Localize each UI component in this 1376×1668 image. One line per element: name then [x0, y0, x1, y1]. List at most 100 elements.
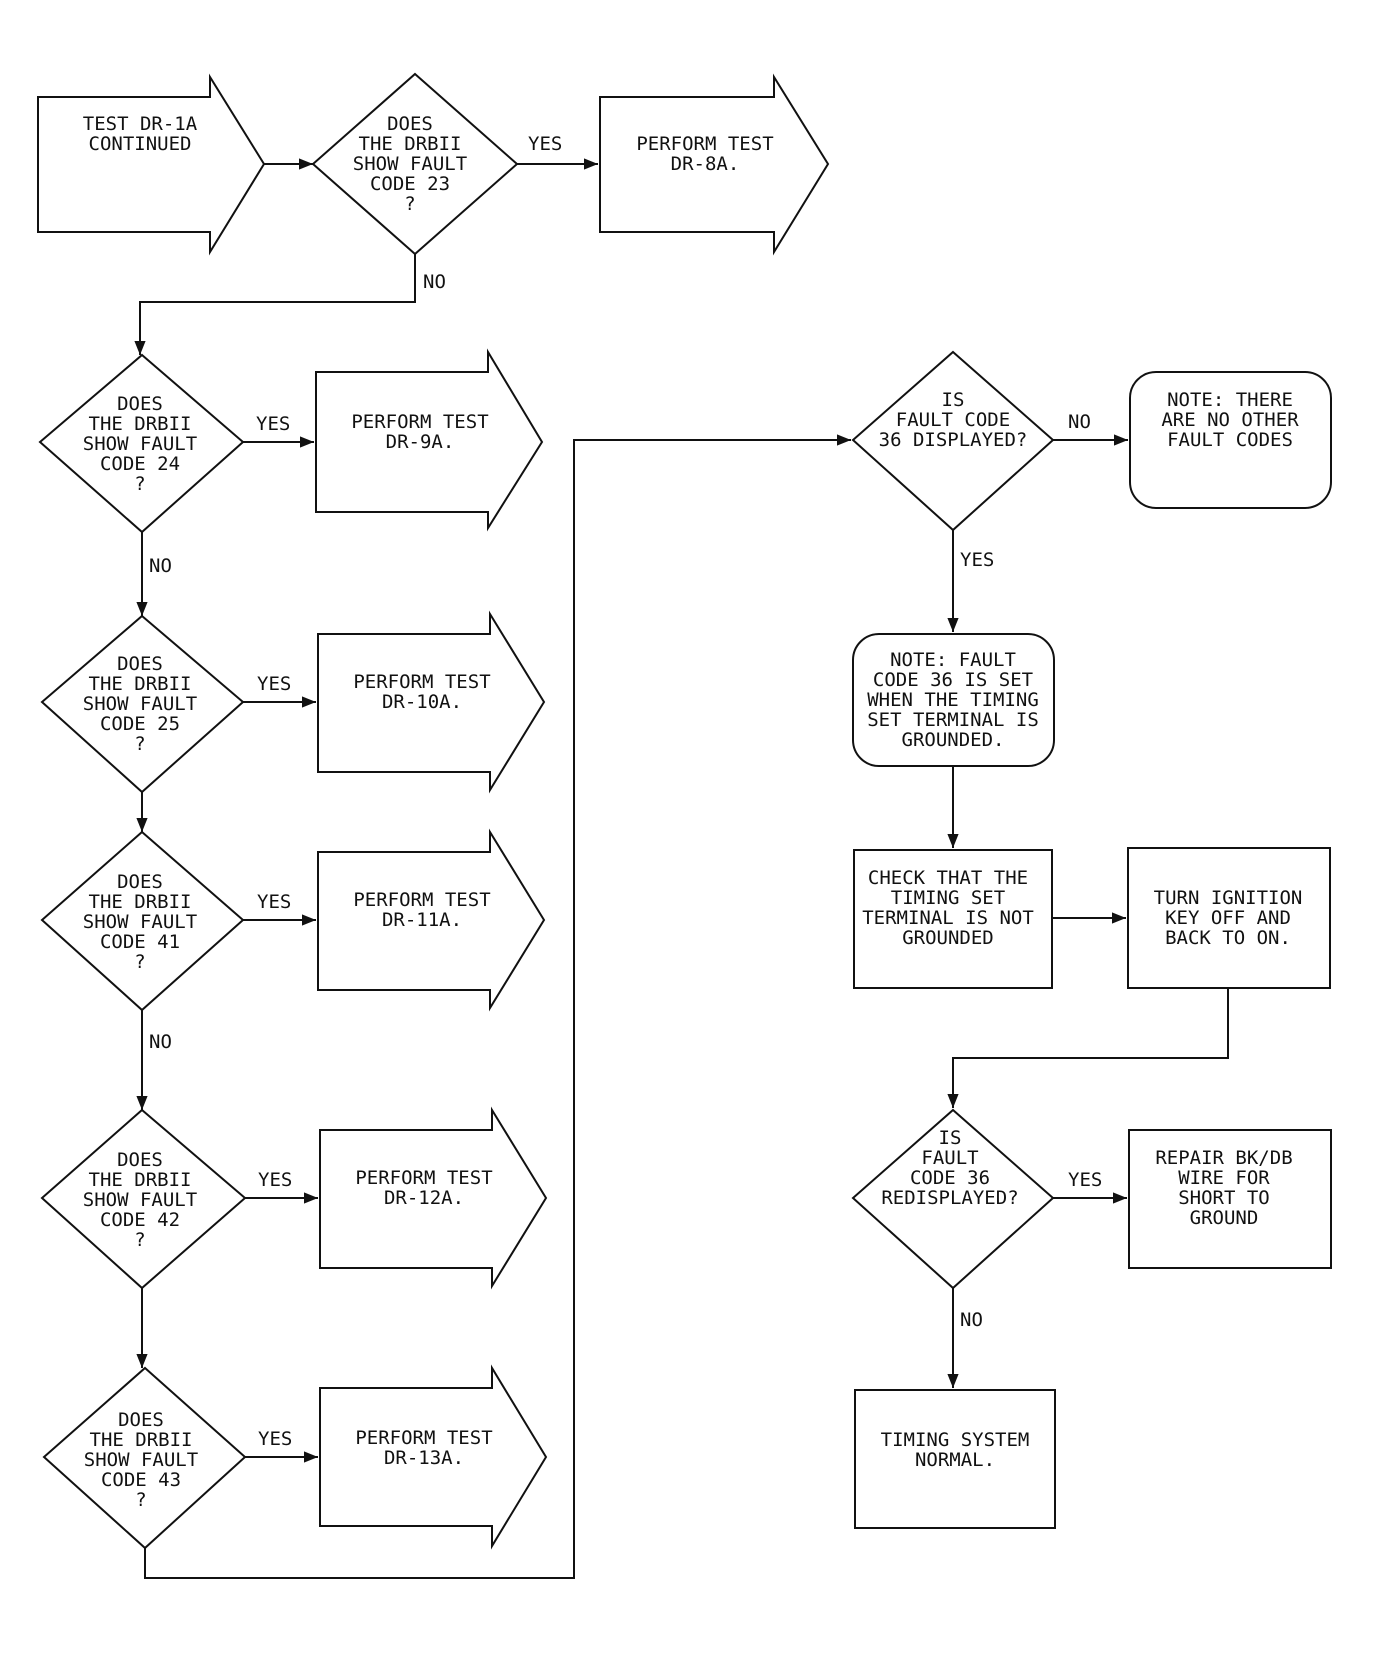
d23-line-2: SHOW FAULT: [353, 153, 467, 175]
arrow-turn-to-d36r: [947, 988, 1229, 1108]
result-timing-normal: TIMING SYSTEM NORMAL.: [854, 1389, 1056, 1529]
noteFault-line-0: NOTE: FAULT: [890, 649, 1016, 671]
note-fault-36-set: NOTE: FAULT CODE 36 IS SET WHEN THE TIMI…: [852, 633, 1055, 767]
d24-line-4: ?: [134, 473, 145, 495]
decision-fault-25: DOES THE DRBII SHOW FAULT CODE 25 ?: [40, 614, 245, 794]
p13a-line-1: DR-13A.: [384, 1447, 464, 1469]
decision-fault-36: IS FAULT CODE 36 DISPLAYED?: [851, 350, 1055, 532]
noteOther-line-0: NOTE: THERE: [1167, 389, 1293, 411]
d42-line-1: THE DRBII: [89, 1169, 192, 1191]
decision-fault-36-redisplayed: IS FAULT CODE 36 REDISPLAYED?: [851, 1108, 1055, 1290]
action-turn-ignition: TURN IGNITION KEY OFF AND BACK TO ON.: [1127, 847, 1331, 989]
arrow-d23-no: [134, 254, 416, 355]
arrow-d43-to-d36: [144, 434, 851, 1579]
repair-line-2: SHORT TO: [1178, 1187, 1270, 1209]
decision-fault-23: DOES THE DRBII SHOW FAULT CODE 23 ?: [311, 72, 519, 256]
action-test-dr-8a: PERFORM TEST DR-8A.: [599, 73, 830, 256]
d43-line-2: SHOW FAULT: [84, 1449, 198, 1471]
decision-fault-43: DOES THE DRBII SHOW FAULT CODE 43 ?: [42, 1366, 247, 1550]
noteFault-line-1: CODE 36 IS SET: [873, 669, 1033, 691]
d25-line-2: SHOW FAULT: [83, 693, 197, 715]
p9a-line-1: DR-9A.: [386, 431, 455, 453]
d36-line-2: 36 DISPLAYED?: [879, 429, 1028, 451]
p8a-line-1: DR-8A.: [671, 153, 740, 175]
connectors: [134, 158, 1229, 1579]
action-test-dr-12a: PERFORM TEST DR-12A.: [319, 1106, 548, 1290]
noteFault-line-2: WHEN THE TIMING: [867, 689, 1039, 711]
yes-label: YES: [257, 891, 291, 913]
action-test-dr-13a: PERFORM TEST DR-13A.: [319, 1364, 548, 1550]
check-line-0: CHECK THAT THE: [868, 867, 1028, 889]
d24-line-2: SHOW FAULT: [83, 433, 197, 455]
no-label: NO: [1068, 411, 1091, 433]
d43-line-1: THE DRBII: [90, 1429, 193, 1451]
d42-line-3: CODE 42: [100, 1209, 180, 1231]
d23-line-3: CODE 23: [370, 173, 450, 195]
decision-fault-24: DOES THE DRBII SHOW FAULT CODE 24 ?: [38, 353, 245, 534]
d42-line-4: ?: [134, 1229, 145, 1251]
repair-line-1: WIRE FOR: [1178, 1167, 1270, 1189]
d25-line-1: THE DRBII: [89, 673, 192, 695]
p12a-line-1: DR-12A.: [384, 1187, 464, 1209]
repair-line-3: GROUND: [1190, 1207, 1259, 1229]
noteFault-line-4: GROUNDED.: [902, 729, 1005, 751]
d41-line-3: CODE 41: [100, 931, 180, 953]
check-line-2: TERMINAL IS NOT: [862, 907, 1034, 929]
decision-fault-41: DOES THE DRBII SHOW FAULT CODE 41 ?: [40, 830, 245, 1012]
turn-line-0: TURN IGNITION: [1154, 887, 1303, 909]
noteFault-line-3: SET TERMINAL IS: [867, 709, 1039, 731]
action-test-dr-11a: PERFORM TEST DR-11A.: [317, 828, 546, 1012]
p9a-line-0: PERFORM TEST: [351, 411, 488, 433]
d41-line-2: SHOW FAULT: [83, 911, 197, 933]
turn-line-2: BACK TO ON.: [1165, 927, 1291, 949]
check-line-1: TIMING SET: [891, 887, 1005, 909]
action-test-dr-9a: PERFORM TEST DR-9A.: [315, 348, 544, 532]
d36r-line-1: FAULT: [921, 1147, 978, 1169]
action-check-terminal: CHECK THAT THE TIMING SET TERMINAL IS NO…: [853, 849, 1053, 989]
yes-label: YES: [256, 413, 290, 435]
yes-label: YES: [258, 1428, 292, 1450]
d43-line-0: DOES: [118, 1409, 164, 1431]
action-repair-wire: REPAIR BK/DB WIRE FOR SHORT TO GROUND: [1128, 1129, 1332, 1269]
noteOther-line-2: FAULT CODES: [1167, 429, 1293, 451]
action-test-dr-10a: PERFORM TEST DR-10A.: [317, 610, 546, 794]
p12a-line-0: PERFORM TEST: [355, 1167, 492, 1189]
no-label: NO: [149, 555, 172, 577]
yes-label: YES: [1068, 1169, 1102, 1191]
no-label: NO: [423, 271, 446, 293]
yes-label: YES: [257, 673, 291, 695]
no-label: NO: [960, 1309, 983, 1331]
d41-line-4: ?: [134, 951, 145, 973]
p13a-line-0: PERFORM TEST: [355, 1427, 492, 1449]
d24-line-3: CODE 24: [100, 453, 180, 475]
edge-labels: YES NO YES NO YES YES NO YES YES NO YES …: [149, 133, 1102, 1450]
normal-line-1: NORMAL.: [915, 1449, 995, 1471]
d36r-line-2: CODE 36: [910, 1167, 990, 1189]
d25-line-3: CODE 25: [100, 713, 180, 735]
d25-line-0: DOES: [117, 653, 163, 675]
d43-line-3: CODE 43: [101, 1469, 181, 1491]
yes-label: YES: [528, 133, 562, 155]
p8a-line-0: PERFORM TEST: [636, 133, 773, 155]
d42-line-0: DOES: [117, 1149, 163, 1171]
yes-label: YES: [258, 1169, 292, 1191]
d36r-line-0: IS: [939, 1127, 962, 1149]
start-line-0: TEST DR-1A: [83, 113, 198, 135]
d25-line-4: ?: [134, 733, 145, 755]
normal-line-0: TIMING SYSTEM: [881, 1429, 1030, 1451]
turn-line-1: KEY OFF AND: [1165, 907, 1291, 929]
decision-fault-42: DOES THE DRBII SHOW FAULT CODE 42 ?: [40, 1108, 247, 1290]
yes-label: YES: [960, 549, 994, 571]
d23-line-1: THE DRBII: [359, 133, 462, 155]
p10a-line-1: DR-10A.: [382, 691, 462, 713]
start-arrow: TEST DR-1A CONTINUED: [37, 73, 266, 256]
d36-line-1: FAULT CODE: [896, 409, 1010, 431]
d36-line-0: IS: [942, 389, 965, 411]
d24-line-1: THE DRBII: [89, 413, 192, 435]
p10a-line-0: PERFORM TEST: [353, 671, 490, 693]
d24-line-0: DOES: [117, 393, 163, 415]
no-label: NO: [149, 1031, 172, 1053]
repair-line-0: REPAIR BK/DB: [1155, 1147, 1292, 1169]
d43-line-4: ?: [135, 1489, 146, 1511]
